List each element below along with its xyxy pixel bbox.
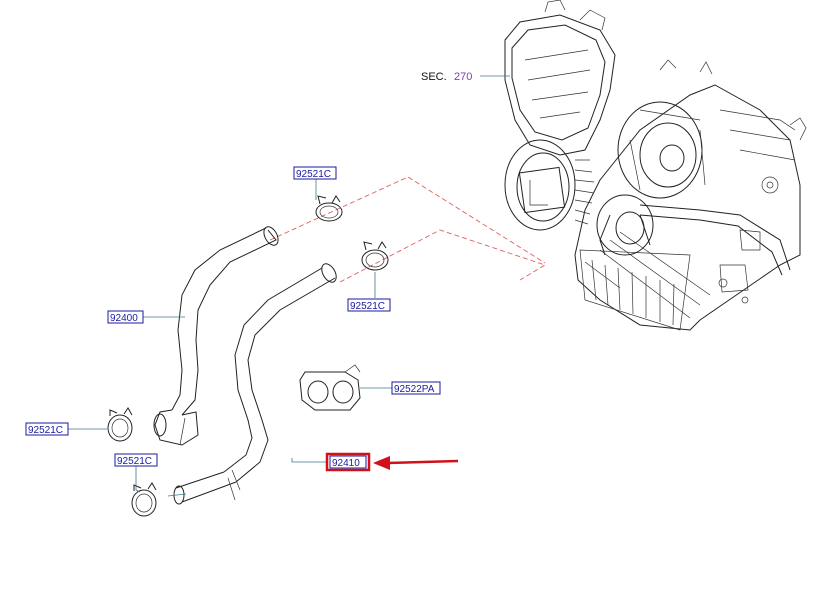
clamp-bottom [131,482,157,517]
label-hose-outlet[interactable]: 92410 [325,452,371,472]
part-number-text: 92521C [350,301,385,312]
clamp-top [315,195,343,222]
heater-unit-assembly [504,0,807,331]
part-number-text: 92521C [28,425,63,436]
part-number-text: 92521C [296,169,331,180]
label-bracket[interactable]: 92522PA [391,381,441,395]
part-number-text: 92521C [117,456,152,467]
label-clamp-top[interactable]: 92521C [293,166,337,180]
phantom-lines [269,176,547,283]
label-clamp-left[interactable]: 92521C [25,422,69,436]
label-clamp-bottom[interactable]: 92521C [114,453,158,467]
clamp-left [107,407,133,442]
leader-lines [68,178,392,497]
part-number-text: 92522PA [394,384,435,395]
highlight-arrow [373,456,459,470]
section-reference: SEC. 270 [421,71,510,83]
section-prefix: SEC. [421,71,447,83]
highlight-box [325,452,371,472]
part-number-text: 92410 [332,458,360,469]
clamp-mid [361,241,389,271]
hose-bracket [299,364,361,411]
label-hose-inlet[interactable]: 92400 [107,310,144,324]
section-number: 270 [454,71,472,83]
part-number-text: 92400 [110,313,138,324]
hose-outlet [173,263,337,505]
label-clamp-mid[interactable]: 92521C [347,298,391,312]
hose-inlet [153,226,279,446]
